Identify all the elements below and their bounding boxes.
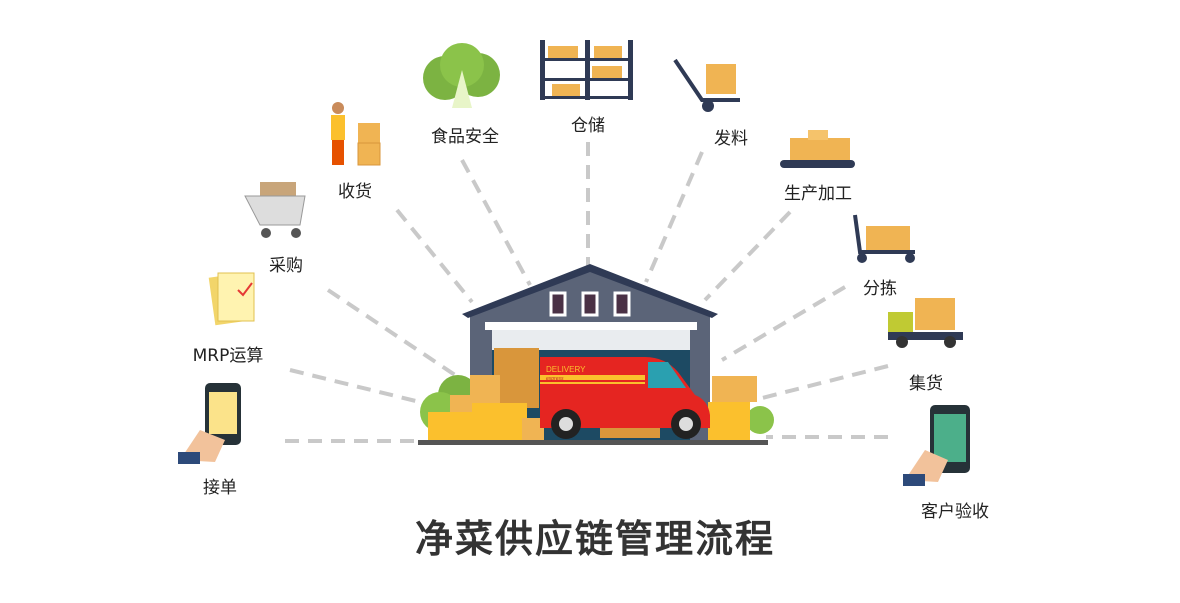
ground-line — [418, 440, 768, 445]
delivery-van-icon: DELIVERY express — [540, 357, 710, 439]
step-label-acceptance: 客户验收 — [921, 502, 989, 522]
step-label-storage: 仓储 — [571, 116, 605, 136]
step-label-consolidation: 集货 — [909, 374, 943, 394]
step-label-food-safety: 食品安全 — [431, 127, 499, 147]
conveyor-icon — [780, 130, 855, 168]
cart-boxes-icon — [853, 214, 915, 263]
step-label-mrp: MRP运算 — [192, 346, 264, 366]
worker-boxes-icon — [331, 102, 381, 166]
step-label-receiving: 收货 — [338, 182, 372, 202]
van-text-delivery: DELIVERY — [546, 365, 586, 374]
connector-lines — [285, 142, 889, 443]
hand-truck-icon — [673, 58, 740, 112]
boxes-icon — [420, 348, 774, 442]
step-label-sorting: 分拣 — [863, 279, 897, 299]
step-label-purchase: 采购 — [269, 256, 303, 276]
documents-icon — [208, 272, 255, 326]
step-label-order: 接单 — [203, 478, 237, 498]
shelves-icon — [540, 40, 633, 100]
van-text-express: express — [546, 376, 564, 382]
page-title: 净菜供应链管理流程 — [414, 517, 776, 561]
phone-confirm-icon — [903, 405, 970, 486]
truck-icon — [888, 298, 963, 348]
step-label-processing: 生产加工 — [784, 184, 852, 204]
phone-tap-icon — [178, 383, 241, 464]
step-label-issue: 发料 — [714, 129, 748, 149]
shopping-cart-icon — [244, 182, 306, 238]
lettuce-icon — [423, 43, 500, 108]
